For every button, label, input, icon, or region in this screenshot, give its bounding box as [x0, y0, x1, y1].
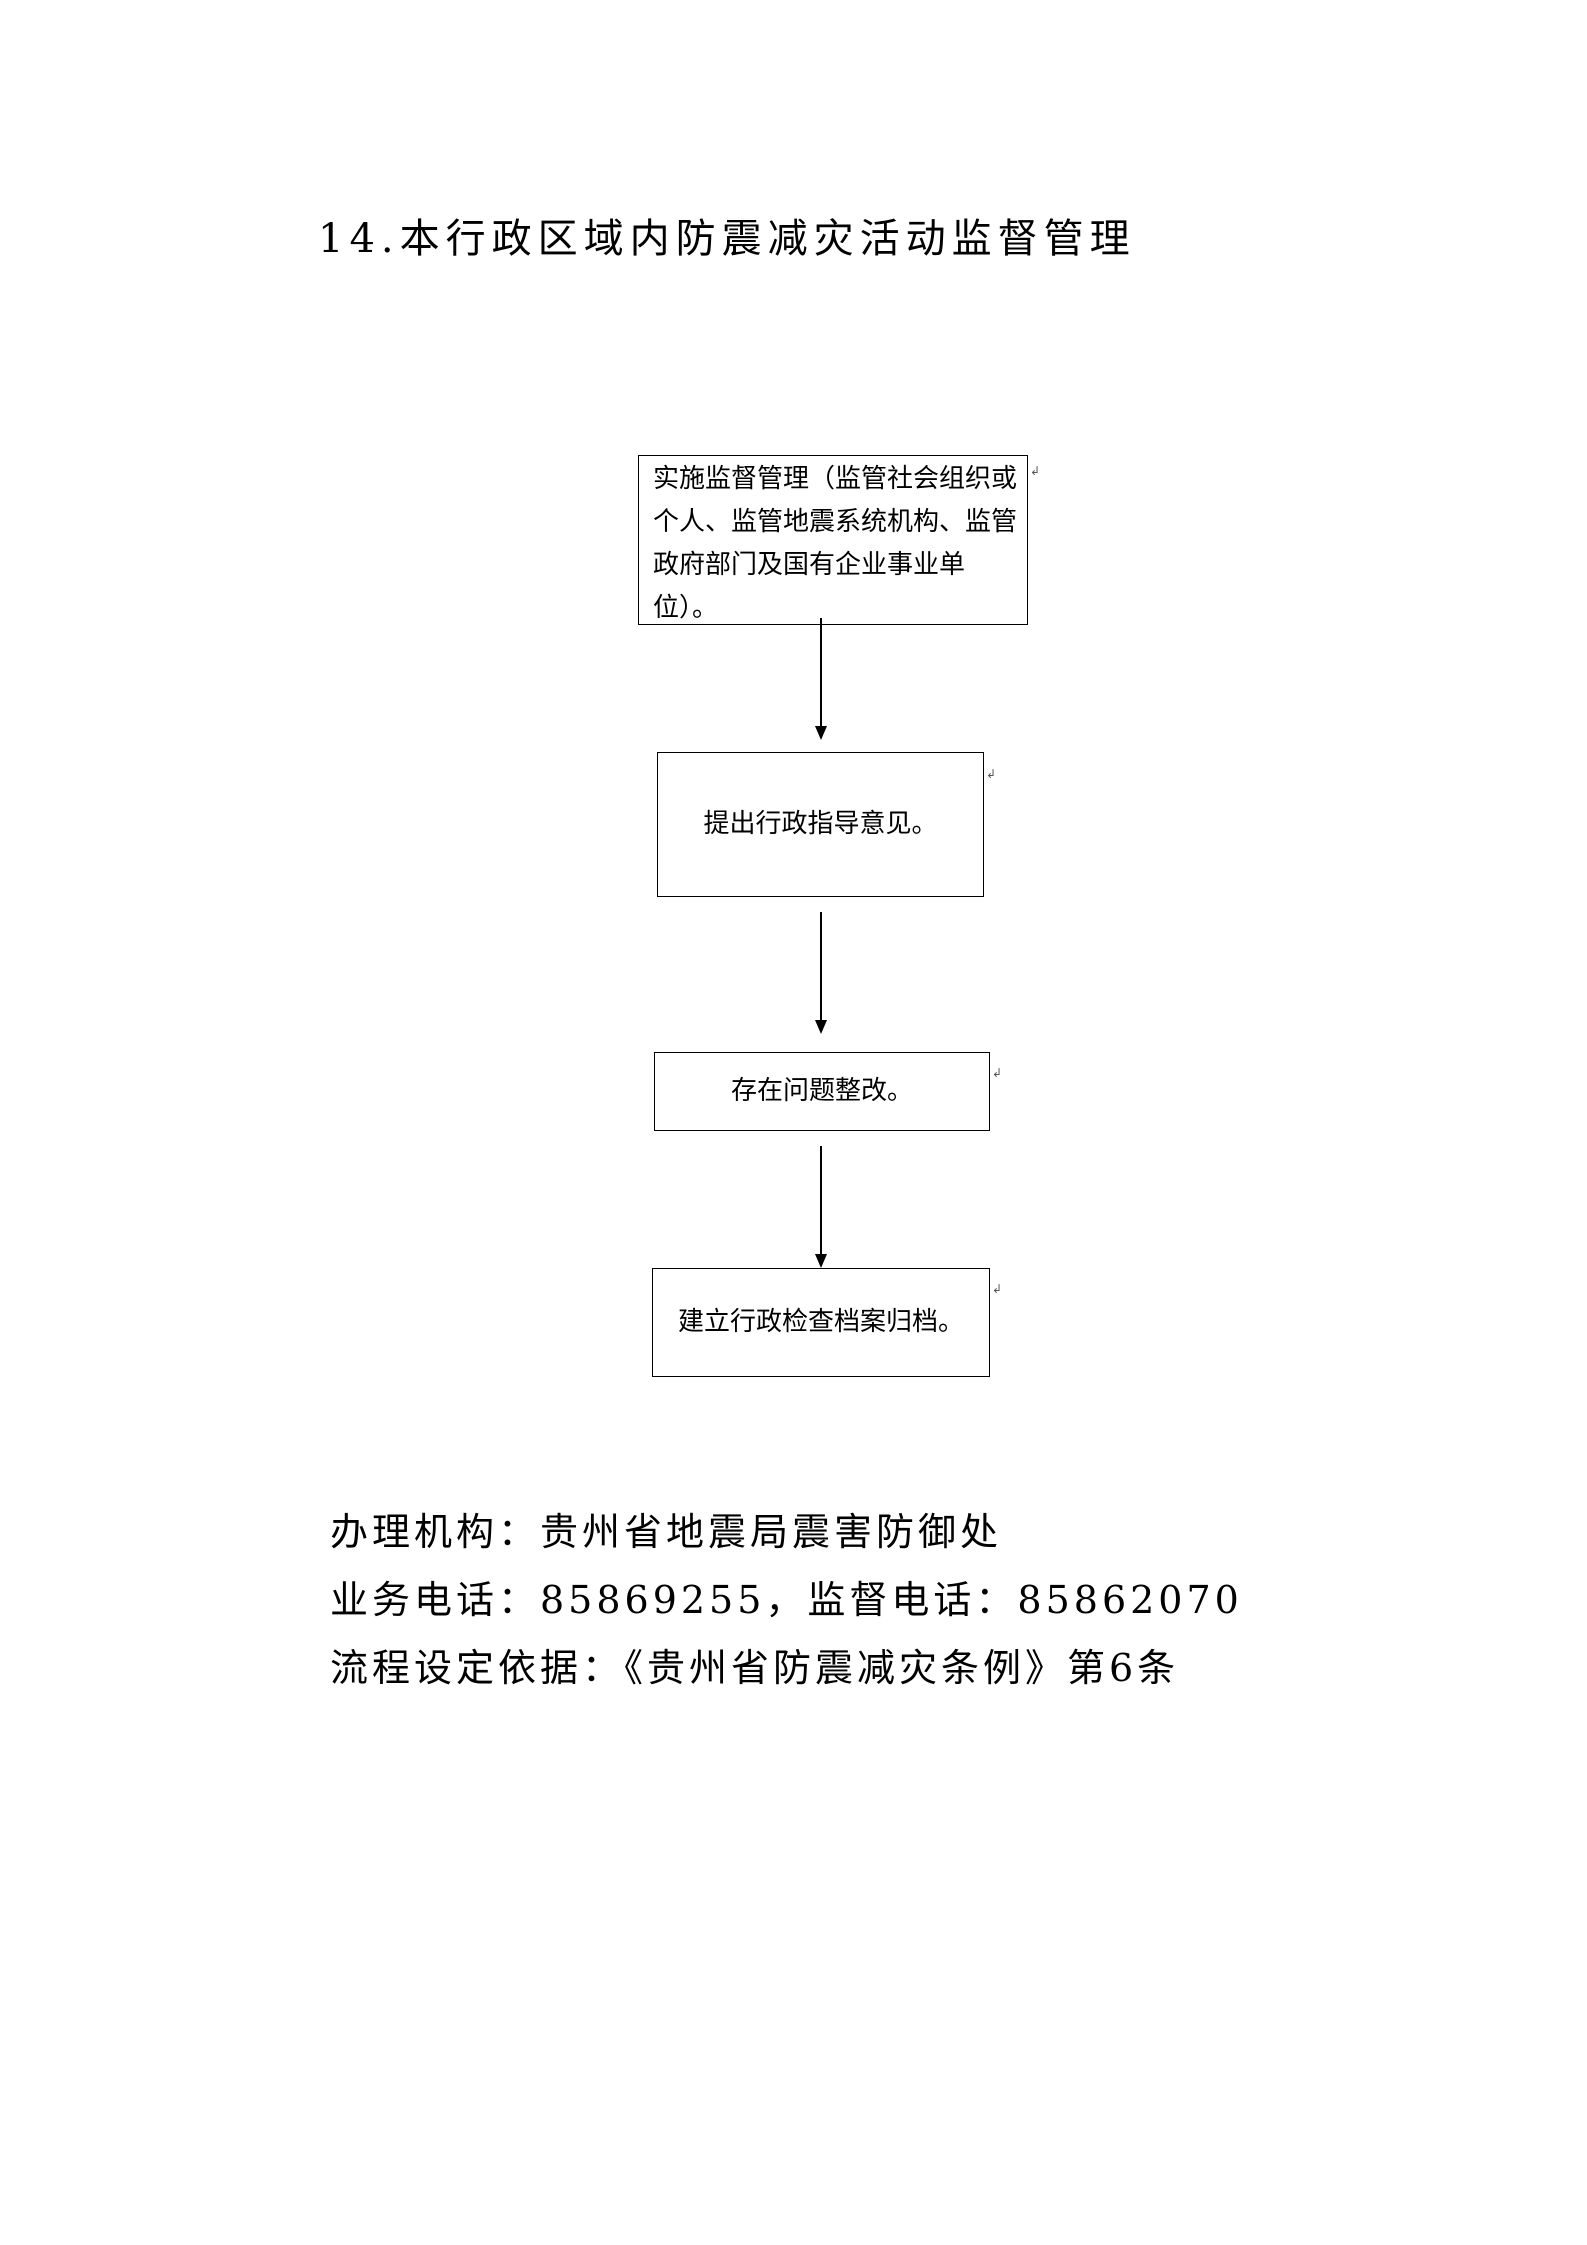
arrow-step1-to-step2	[815, 618, 827, 740]
info-block: 办理机构：贵州省地震局震害防御处 业务电话：85869255，监督电话：8586…	[330, 1498, 1243, 1702]
flow-step-implement-supervision: 实施监督管理（监管社会组织或个人、监管地震系统机构、监管政府部门及国有企业事业单…	[638, 455, 1028, 625]
paragraph-mark-icon: ↲	[986, 767, 997, 781]
flow-step-guidance-opinion: 提出行政指导意见。	[657, 752, 984, 897]
paragraph-mark-icon: ↲	[992, 1066, 1003, 1080]
flow-step-text: 存在问题整改。	[730, 1076, 913, 1106]
arrow-step2-to-step3	[815, 912, 827, 1034]
flow-step-text: 提出行政指导意见。	[703, 809, 938, 839]
handling-agency: 办理机构：贵州省地震局震害防御处	[330, 1510, 1003, 1554]
flow-step-archive: 建立行政检查档案归档。	[652, 1268, 990, 1377]
paragraph-mark-icon: ↲	[1030, 464, 1041, 478]
flow-step-text: 实施监督管理（监管社会组织或个人、监管地震系统机构、监管政府部门及国有企业事业单…	[653, 464, 1018, 623]
flow-step-rectification: 存在问题整改。	[654, 1052, 990, 1131]
paragraph-mark-icon: ↲	[992, 1282, 1003, 1296]
page-title: 14.本行政区域内防震减灾活动监督管理	[318, 216, 1136, 262]
legal-basis: 流程设定依据：《贵州省防震减灾条例》第6条	[330, 1646, 1180, 1690]
arrow-step3-to-step4	[815, 1146, 827, 1268]
flow-step-text: 建立行政检查档案归档。	[677, 1307, 964, 1337]
contact-phones: 业务电话：85869255，监督电话：85862070	[330, 1578, 1243, 1622]
